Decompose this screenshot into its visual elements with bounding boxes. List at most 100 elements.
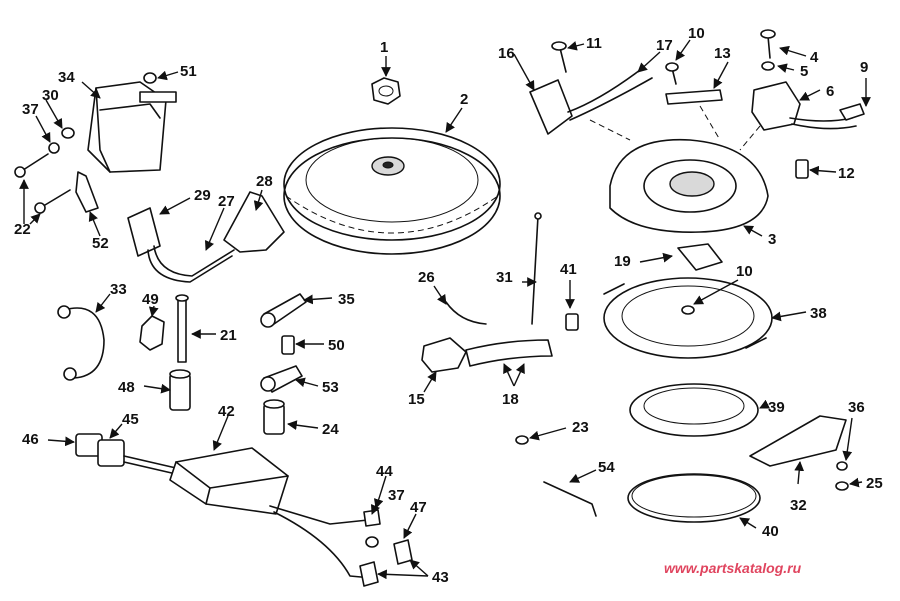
retainer-ring-part-39	[629, 383, 759, 437]
retaining-ring-part-40	[627, 473, 761, 523]
callout: 18	[502, 391, 519, 408]
callout: 17	[656, 37, 673, 54]
callout: 35	[338, 291, 355, 308]
clip-part-19	[677, 243, 723, 271]
retainer-plate-part-38	[603, 277, 773, 359]
screw-part-10a	[665, 62, 679, 85]
lockwasher-part-37a	[48, 142, 60, 154]
ground-wire-part-33	[57, 305, 105, 381]
throttle-cam-part-32	[749, 415, 847, 467]
callout: 33	[110, 281, 127, 298]
callout: 2	[460, 91, 468, 108]
callout: 1	[380, 39, 388, 56]
terminal-part-9	[839, 103, 865, 121]
washer-part-30	[61, 127, 75, 139]
callout: 26	[418, 269, 435, 286]
pin-part-50	[281, 335, 295, 355]
callout: 37	[388, 487, 405, 504]
screw-part-22	[14, 153, 71, 214]
callout: 24	[322, 421, 339, 438]
bracket-part-13	[665, 89, 723, 105]
callout: 13	[714, 45, 731, 62]
washer-part-51	[143, 72, 157, 84]
callout: 31	[496, 269, 513, 286]
callout: 53	[322, 379, 339, 396]
stator-plate-part-3	[589, 105, 769, 233]
callout: 16	[498, 45, 515, 62]
clip-part-26	[445, 301, 487, 325]
screw-part-10b	[681, 305, 695, 315]
terminal-part-47	[393, 539, 413, 565]
callout: 12	[838, 165, 855, 182]
callout: 10	[736, 263, 753, 280]
callout: 46	[22, 431, 39, 448]
callout: 42	[218, 403, 235, 420]
hose-part-18	[465, 339, 553, 367]
callout: 45	[122, 411, 139, 428]
callout: 22	[14, 221, 31, 238]
lockwasher-part-37b	[365, 536, 379, 548]
flywheel-part-2	[283, 127, 501, 255]
callout: 21	[220, 327, 237, 344]
power-pack-part-42	[169, 447, 373, 579]
spark-plug-boot-part-29	[127, 207, 235, 283]
callout: 25	[866, 475, 883, 492]
callout: 23	[572, 419, 589, 436]
wrench-part-54	[543, 481, 597, 517]
screw-part-41	[565, 313, 579, 331]
charge-coil-part-16	[529, 69, 653, 135]
callout: 27	[218, 193, 235, 210]
callout: 51	[180, 63, 197, 80]
callout: 11	[586, 35, 602, 52]
terminal-part-43	[359, 561, 379, 587]
callout: 6	[826, 83, 834, 100]
ignition-coil-part-34	[87, 81, 177, 173]
callout: 10	[688, 25, 705, 42]
callout: 28	[256, 173, 273, 190]
callout: 54	[598, 459, 615, 476]
screw-part-11	[551, 41, 567, 73]
callout: 50	[328, 337, 345, 354]
callout: 49	[142, 291, 159, 308]
tie-strap-part-31	[531, 212, 542, 325]
callout: 41	[560, 261, 577, 278]
callout: 44	[376, 463, 393, 480]
link-part-53	[260, 365, 303, 393]
link-part-35	[260, 293, 307, 328]
callout: 37	[22, 101, 39, 118]
screw-part-23	[515, 435, 529, 445]
callout: 47	[410, 499, 427, 516]
callout: 4	[810, 49, 819, 66]
spacer-part-48	[169, 369, 191, 411]
connector-part-45	[97, 439, 177, 475]
callout: 15	[408, 391, 425, 408]
callout: 19	[614, 253, 631, 270]
callout: 39	[768, 399, 785, 416]
fitting-part-49	[139, 315, 165, 351]
callout: 40	[762, 523, 779, 540]
screw-part-4	[760, 29, 776, 59]
bushing-part-24	[263, 399, 285, 435]
clip-part-52	[75, 171, 99, 213]
stud-part-21	[175, 294, 189, 363]
callout: 48	[118, 379, 135, 396]
screw-part-36	[836, 461, 848, 471]
nut-part-1	[371, 77, 401, 105]
screw-part-12	[795, 159, 809, 179]
callout: 36	[848, 399, 865, 416]
sensor-coil-part-6	[751, 81, 857, 131]
callout: 30	[42, 87, 59, 104]
callout: 5	[800, 63, 808, 80]
callout: 9	[860, 59, 868, 76]
callout: 34	[58, 69, 75, 86]
spark-plug-boot-part-28	[223, 191, 285, 253]
watermark-text: www.partskatalog.ru	[664, 560, 802, 576]
callout: 32	[790, 497, 807, 514]
washer-part-5	[761, 61, 775, 71]
callout: 43	[432, 569, 449, 586]
callout: 3	[768, 231, 776, 248]
callouts: 1 2 3 4 5 6 9 10 10 11 12 13 15 16 17 18	[14, 25, 883, 586]
screw-part-25	[835, 481, 849, 491]
sensor-part-15	[421, 337, 467, 373]
